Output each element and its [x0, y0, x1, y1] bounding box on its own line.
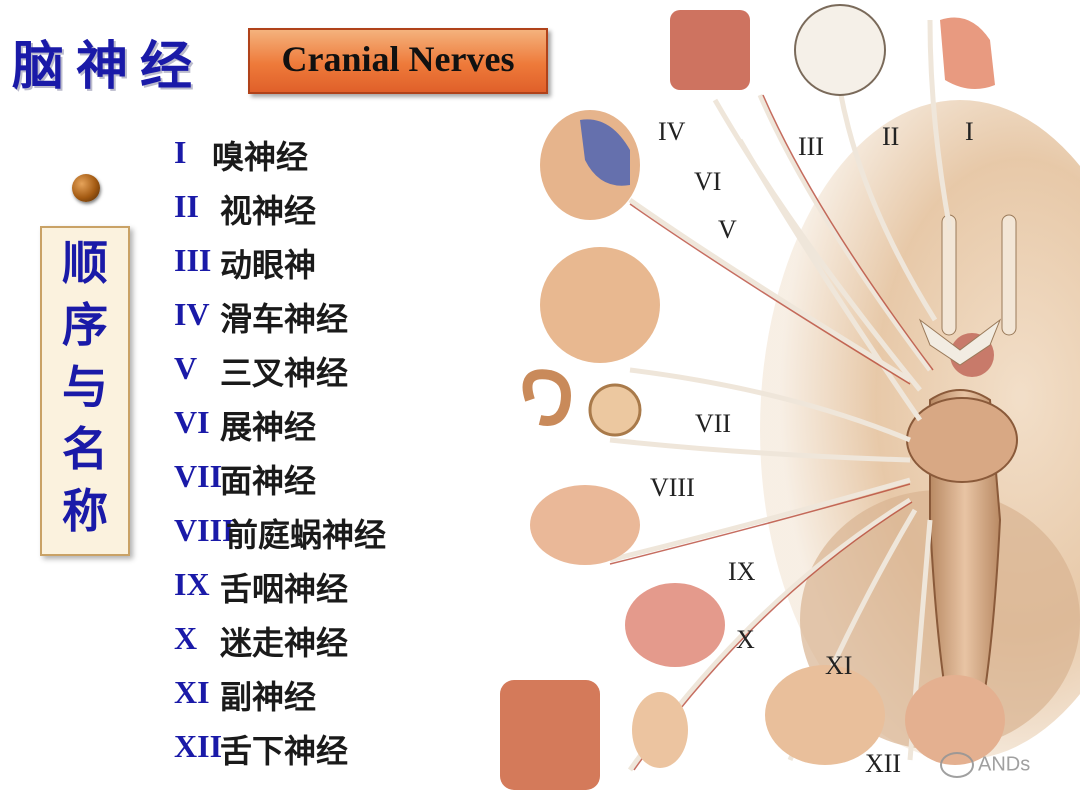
nerve-item-4: IV 滑车神经 [174, 290, 434, 340]
lungs-illustration [625, 583, 725, 667]
olfactory-bulb-left [941, 214, 957, 336]
label-XII: XII [865, 749, 901, 778]
nerve-numeral: IV [174, 296, 210, 332]
nerve-name: 舌咽神经 [220, 570, 349, 608]
nerve-line-III [757, 94, 933, 372]
neck-shoulder-illustration [765, 665, 885, 765]
nerve-item-2: II 视神经 [174, 182, 434, 232]
nerve-numeral: IX [174, 566, 210, 602]
nerve-line-VII [629, 367, 911, 443]
sidebar-char: 称 [62, 484, 108, 538]
watermark: ANDs [940, 752, 1030, 778]
mouth-throat-illustration [530, 485, 640, 565]
cranial-nerve-anatomy-diagram: I II III IV VI V VII VIII IX X XI XII [500, 4, 1080, 790]
label-V: V [718, 215, 737, 244]
nerve-numeral: VI [174, 404, 210, 440]
nerve-item-12: XII 舌下神经 [174, 722, 434, 772]
olfactory-bulb-right [1001, 214, 1017, 336]
nerve-item-5: V 三叉神经 [174, 344, 434, 394]
nerve-line-VI [737, 138, 923, 422]
head-side-illustration-2 [540, 247, 660, 363]
sidebar-label-box: 顺 序 与 名 称 [40, 226, 130, 556]
nerve-name: 动眼神 [220, 246, 317, 284]
nerve-name: 嗅神经 [212, 138, 309, 176]
nerve-fibers [609, 19, 953, 772]
nerve-item-11: XI 副神经 [174, 668, 434, 718]
nerve-accent-V [629, 203, 911, 385]
label-VII: VII [695, 409, 731, 438]
label-X: X [736, 625, 755, 654]
nerve-item-7: VII 面神经 [174, 452, 434, 502]
nerve-name: 舌下神经 [220, 732, 349, 770]
eyeball-illustration [794, 4, 886, 96]
eye-orbit-illustration [670, 10, 750, 90]
nerve-name: 迷走神经 [220, 624, 349, 662]
nerve-line-VIII [609, 437, 911, 463]
nerve-line-IX [609, 477, 911, 563]
nerve-numeral: X [174, 620, 198, 656]
nose-illustration [940, 17, 995, 89]
page-title-english: Cranial Nerves [281, 39, 515, 79]
inner-ear-illustration [522, 369, 571, 426]
nerve-line-IV [712, 98, 922, 392]
label-VI: VI [694, 167, 721, 196]
sidebar-char: 名 [62, 422, 108, 476]
nerve-name: 展神经 [220, 408, 317, 446]
nerve-item-3: III 动眼神 [174, 236, 434, 286]
nerve-line-I [927, 19, 953, 231]
nerve-numeral: II [174, 188, 199, 224]
nerve-line-II [837, 89, 938, 322]
nerve-name: 三叉神经 [220, 354, 349, 392]
diagram-label-group: I II III IV VI V VII VIII IX X XI XII [650, 117, 974, 778]
label-XI: XI [825, 651, 852, 680]
sidebar-char: 顺 [62, 236, 108, 290]
label-VIII: VIII [650, 473, 695, 502]
cochlea-illustration [588, 383, 642, 437]
pons-shape [906, 397, 1018, 483]
nerve-item-1: I 嗅神经 [174, 128, 434, 178]
nerve-item-10: X 迷走神经 [174, 614, 434, 664]
nerve-name: 滑车神经 [220, 300, 349, 338]
sidebar-char: 序 [62, 298, 108, 352]
tongue-jaw-illustration [905, 675, 1005, 765]
nerve-item-9: IX 舌咽神经 [174, 560, 434, 610]
nerve-item-8: VIII 前庭蜗神经 [174, 506, 434, 556]
page-title-chinese: 脑神经 [12, 37, 205, 97]
nerve-name: 前庭蜗神经 [226, 516, 387, 554]
nerve-name: 面神经 [220, 462, 317, 500]
nerve-numeral: III [174, 242, 212, 278]
nerve-item-6: VI 展神经 [174, 398, 434, 448]
nerve-accent-III [762, 94, 934, 371]
nerve-numeral: XI [174, 674, 210, 710]
nerve-numeral: V [174, 350, 198, 386]
label-IX: IX [728, 557, 756, 586]
optic-chiasm-shape [918, 318, 1002, 366]
nerve-numeral: XII [174, 728, 223, 764]
sidebar-char: 与 [62, 360, 108, 414]
nerve-numeral: VII [174, 458, 223, 494]
digestive-organs-illustration [500, 680, 600, 790]
label-III: III [798, 132, 824, 161]
wechat-icon [940, 752, 974, 778]
label-II: II [882, 122, 899, 151]
ear-illustration [632, 692, 688, 768]
label-I: I [965, 117, 974, 146]
english-title-banner: Cranial Nerves [248, 28, 548, 94]
label-IV: IV [658, 117, 686, 146]
nerve-accent-IX [609, 483, 911, 565]
nerve-numeral: VIII [174, 512, 235, 548]
face-sensory-map [580, 119, 630, 186]
nerve-line-V [628, 197, 912, 383]
bullet-orb-icon [72, 174, 100, 202]
nerve-name: 视神经 [220, 192, 317, 230]
nerve-name: 副神经 [220, 678, 317, 716]
watermark-text: ANDs [978, 753, 1031, 776]
nerve-numeral: I [174, 134, 187, 170]
